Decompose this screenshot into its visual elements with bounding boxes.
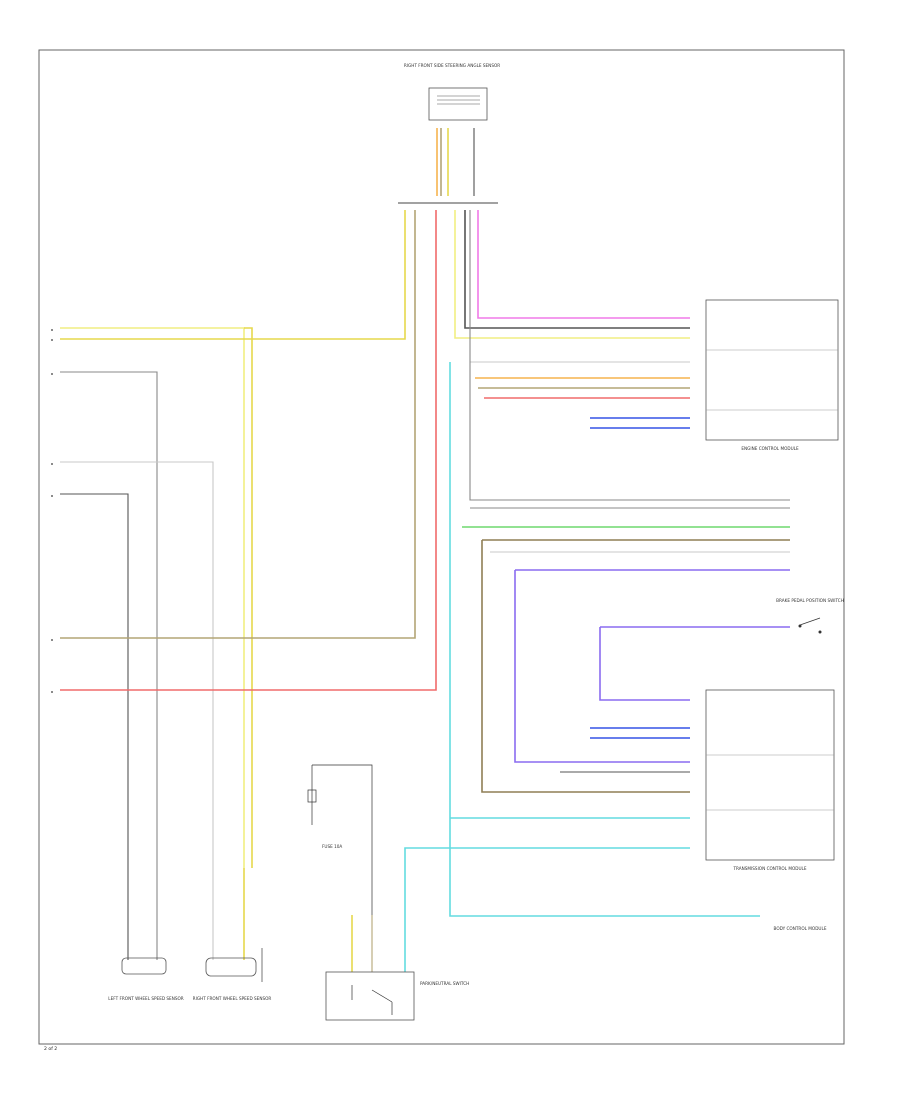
- body-control-module: BODY CONTROL MODULE: [774, 926, 827, 931]
- park-neutral-switch: PARK/NEUTRAL SWITCH: [325, 971, 469, 1021]
- ecm-label: ENGINE CONTROL MODULE: [741, 446, 799, 451]
- steering-angle-sensor: RIGHT FRONT SIDE STEERING ANGLE SENSOR: [404, 63, 500, 121]
- fuse-label: FUSE 10A: [322, 844, 342, 849]
- fuse-block: FUSE 10A: [307, 764, 373, 972]
- lf-wheel-speed-sensor: LEFT FRONT WHEEL SPEED SENSOR: [108, 868, 184, 1001]
- page-mark: 2 of 2: [44, 1046, 57, 1052]
- rf-sensor-label: RIGHT FRONT WHEEL SPEED SENSOR: [193, 996, 272, 1001]
- transmission-control-module: TRANSMISSION CONTROL MODULE: [705, 689, 835, 871]
- rf-wheel-speed-sensor: RIGHT FRONT WHEEL SPEED SENSOR: [193, 868, 272, 1001]
- engine-control-module: ENGINE CONTROL MODULE: [705, 299, 839, 451]
- lf-sensor-label: LEFT FRONT WHEEL SPEED SENSOR: [108, 996, 184, 1001]
- diagram-frame: [38, 49, 845, 1045]
- left-connector-stubs: [51, 329, 53, 693]
- brake-switch-label: BRAKE PEDAL POSITION SWITCH: [776, 598, 844, 603]
- main-wires-left: [60, 210, 437, 868]
- park-switch-label: PARK/NEUTRAL SWITCH: [420, 981, 469, 986]
- module-wires: [404, 210, 790, 972]
- steering-sensor-wires: [436, 128, 475, 196]
- tcm-label: TRANSMISSION CONTROL MODULE: [732, 866, 806, 871]
- steering-sensor-label: RIGHT FRONT SIDE STEERING ANGLE SENSOR: [404, 63, 500, 68]
- brake-pedal-switch: BRAKE PEDAL POSITION SWITCH: [776, 598, 844, 634]
- bcm-label: BODY CONTROL MODULE: [774, 926, 827, 931]
